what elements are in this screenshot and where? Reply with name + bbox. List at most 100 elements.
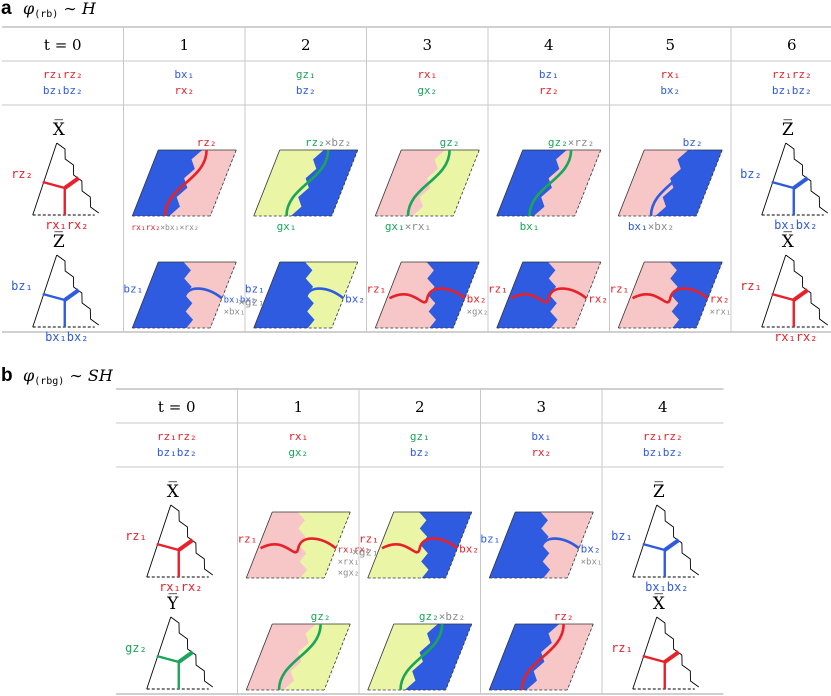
edge-left: [374, 149, 402, 217]
logical-string: [406, 149, 451, 217]
string-label: bx₁bx₂: [45, 330, 88, 344]
operator-symbol: Z̅: [653, 481, 665, 502]
region-right: [548, 262, 601, 328]
operator-symbol: X̅: [782, 231, 795, 252]
edge-left: [374, 261, 402, 329]
stabilizer-code: rz₂: [539, 84, 559, 97]
string-label: gx₁×bx₁×rx₂: [486, 694, 559, 696]
stabilizer-code: gx₂: [417, 84, 437, 97]
string-label: rz₁: [237, 532, 257, 545]
column-header: t = 0: [44, 36, 82, 54]
logical-string: [388, 287, 466, 304]
edge-right: [445, 623, 473, 691]
stabilizer-code: bz₁bz₂: [772, 84, 812, 97]
string-label: gz₂: [440, 136, 460, 149]
edge-right: [574, 261, 602, 329]
stabilizer-code: bz₁bz₂: [43, 84, 83, 97]
string-label: rz₁: [125, 529, 147, 543]
string-label: bz₁: [611, 529, 633, 543]
stabilizer-code: rz₁rz₂: [157, 430, 197, 443]
string-label: bz₁: [11, 279, 33, 293]
string-label: bx₂: [345, 292, 365, 305]
string-label: rx₁rx₂: [45, 218, 88, 232]
string-label: rx₁rx₂: [338, 545, 371, 555]
string-label: gx₁gx₂: [159, 692, 202, 696]
string-label: bz₁: [123, 282, 143, 295]
stabilizer-code: rz₁rz₂: [643, 430, 683, 443]
string-label: gz₂×bz₂: [419, 610, 465, 623]
string-thick: [663, 538, 680, 552]
string-label-extra: ×rx₁: [338, 557, 360, 567]
region-right: [412, 150, 480, 216]
edge-left: [367, 511, 395, 579]
edge-left: [131, 261, 159, 329]
string-arm: [642, 654, 666, 664]
region-right: [404, 624, 472, 690]
edge-right: [452, 261, 480, 329]
logical-string: [381, 537, 459, 554]
triangle-edge: [146, 504, 172, 578]
edge-right: [323, 511, 351, 579]
stabilizer-code: bx₂: [660, 84, 680, 97]
region-right: [283, 624, 351, 690]
edge-left: [496, 149, 524, 217]
string-label: bx₁bx₂: [645, 580, 688, 594]
panel-label: a: [1, 0, 12, 19]
region-right: [183, 262, 237, 328]
string-label: rz₁: [488, 282, 508, 295]
column-header: 6: [787, 36, 797, 54]
triangle-edge: [761, 142, 787, 216]
stabilizer-code: bx₁: [531, 430, 551, 443]
string-label: rx₂: [710, 292, 730, 305]
edge-left: [367, 623, 395, 691]
string-thick: [177, 538, 194, 552]
stabilizer-code: rx₁: [288, 430, 308, 443]
string-label: rz₂: [11, 167, 33, 181]
stabilizer-code: gz₁: [296, 68, 316, 81]
stabilizer-code: gx₂: [288, 446, 308, 459]
logical-string: [649, 149, 694, 217]
string-label: gx₁: [277, 220, 297, 233]
string-label: bz₂: [683, 136, 703, 149]
edge-right: [209, 261, 237, 329]
logical-string: [145, 287, 223, 304]
string-thick: [63, 176, 80, 190]
string-label: rz₁: [609, 282, 629, 295]
string-label: gx₁: [269, 694, 289, 696]
edge-right: [209, 149, 237, 217]
stabilizer-code: bz₁bz₂: [643, 446, 683, 459]
panel-label: b: [1, 365, 13, 386]
edge-right: [445, 511, 473, 579]
edge-left: [245, 623, 273, 691]
string-label: bx₁bx₂: [774, 218, 817, 232]
string-label: rz₁×gz₁: [352, 532, 379, 558]
stabilizer-code: bz₁bz₂: [157, 446, 197, 459]
edge-left: [617, 261, 645, 329]
string-label: bx₁bx₂: [224, 295, 257, 305]
string-label: rx₁rx₂: [645, 692, 688, 696]
string-label: gz₂: [311, 610, 331, 623]
string-label: gz₂: [125, 641, 147, 655]
stabilizer-code: bz₂: [296, 84, 316, 97]
stabilizer-code: rx₁: [417, 68, 437, 81]
string-label: rx₁rx₂×bx₁×rx₂: [131, 223, 198, 232]
column-header: 4: [544, 36, 554, 54]
region-right: [526, 624, 594, 690]
logical-string: [631, 287, 709, 304]
region-right: [305, 262, 358, 328]
edge-left: [253, 149, 281, 217]
operator-symbol: X̅: [167, 481, 180, 502]
region-right: [419, 512, 472, 578]
stabilizer-code: rz₁rz₂: [772, 68, 812, 81]
string-label: rz₁: [611, 641, 633, 655]
edge-right: [695, 149, 723, 217]
string-arm: [42, 180, 66, 190]
stabilizer-code: rz₁rz₂: [43, 68, 83, 81]
logical-string: [510, 287, 588, 304]
string-label: rx₁rx₂: [774, 330, 817, 344]
triangle-edge: [632, 616, 658, 690]
logical-string: [502, 537, 580, 554]
string-arm: [771, 292, 795, 302]
